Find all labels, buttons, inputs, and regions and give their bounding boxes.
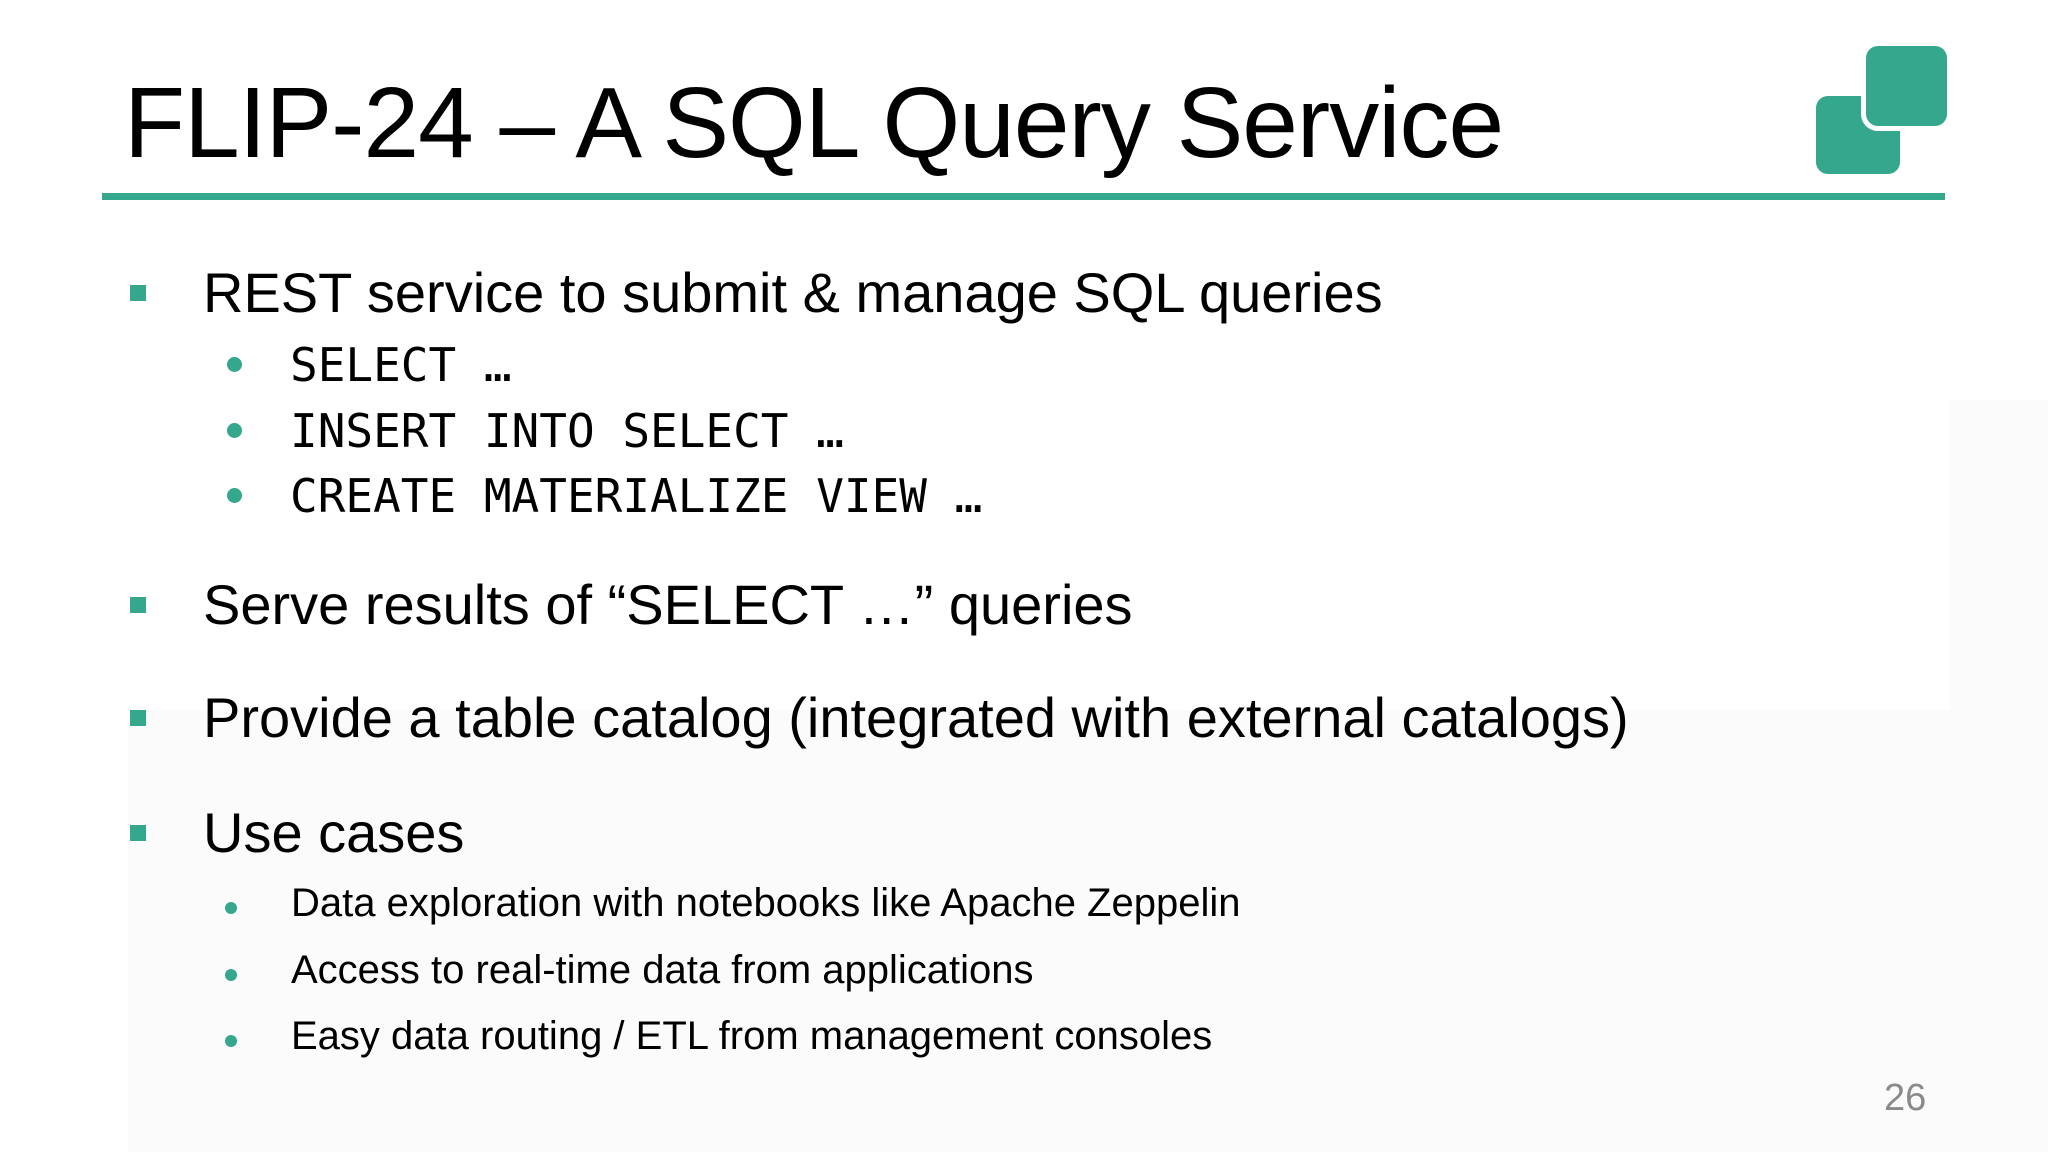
bullet-item: REST service to submit & manage SQL quer… (130, 261, 1383, 325)
dot-bullet-icon (225, 969, 237, 981)
dot-bullet-icon (227, 357, 242, 372)
bullet-label: REST service to submit & manage SQL quer… (203, 261, 1383, 324)
sub-bullet-item: Access to real-time data from applicatio… (225, 947, 1034, 993)
bullet-label: Use cases (203, 801, 465, 864)
sub-bullet-label: Easy data routing / ETL from management … (291, 1014, 1213, 1058)
sub-bullet-item: INSERT INTO SELECT … (227, 405, 844, 458)
bullet-label: Provide a table catalog (integrated with… (203, 686, 1629, 749)
dot-bullet-icon (227, 423, 242, 438)
background-shade-band (1950, 400, 2048, 710)
square-bullet-icon (130, 825, 146, 841)
sub-bullet-item: Easy data routing / ETL from management … (225, 1013, 1212, 1059)
dot-bullet-icon (225, 902, 237, 914)
bullet-item: Provide a table catalog (integrated with… (130, 686, 1629, 750)
square-bullet-icon (130, 710, 146, 726)
code-snippet: SELECT … (290, 338, 512, 392)
page-title: FLIP-24 – A SQL Query Service (124, 67, 1504, 179)
sub-bullet-item: Data exploration with notebooks like Apa… (225, 880, 1241, 926)
page-number: 26 (1884, 1077, 1927, 1119)
sub-bullet-label: Data exploration with notebooks like Apa… (291, 881, 1241, 925)
background-shade-band (128, 710, 2048, 1152)
square-bullet-icon (130, 285, 146, 301)
code-snippet: CREATE MATERIALIZE VIEW … (290, 469, 983, 523)
code-snippet: INSERT INTO SELECT … (290, 404, 844, 458)
sub-bullet-item: SELECT … (227, 339, 512, 392)
logo-squares-icon (1810, 40, 1955, 180)
bullet-item: Serve results of “SELECT …” queries (130, 573, 1133, 637)
bullet-item: Use cases (130, 801, 464, 865)
bullet-label: Serve results of “SELECT …” queries (203, 573, 1133, 636)
square-bullet-icon (130, 597, 146, 613)
dot-bullet-icon (225, 1035, 237, 1047)
sub-bullet-item: CREATE MATERIALIZE VIEW … (227, 470, 982, 523)
title-divider (102, 193, 1945, 200)
sub-bullet-label: Access to real-time data from applicatio… (291, 948, 1034, 992)
dot-bullet-icon (227, 488, 242, 503)
logo-front-square-icon (1866, 46, 1947, 126)
